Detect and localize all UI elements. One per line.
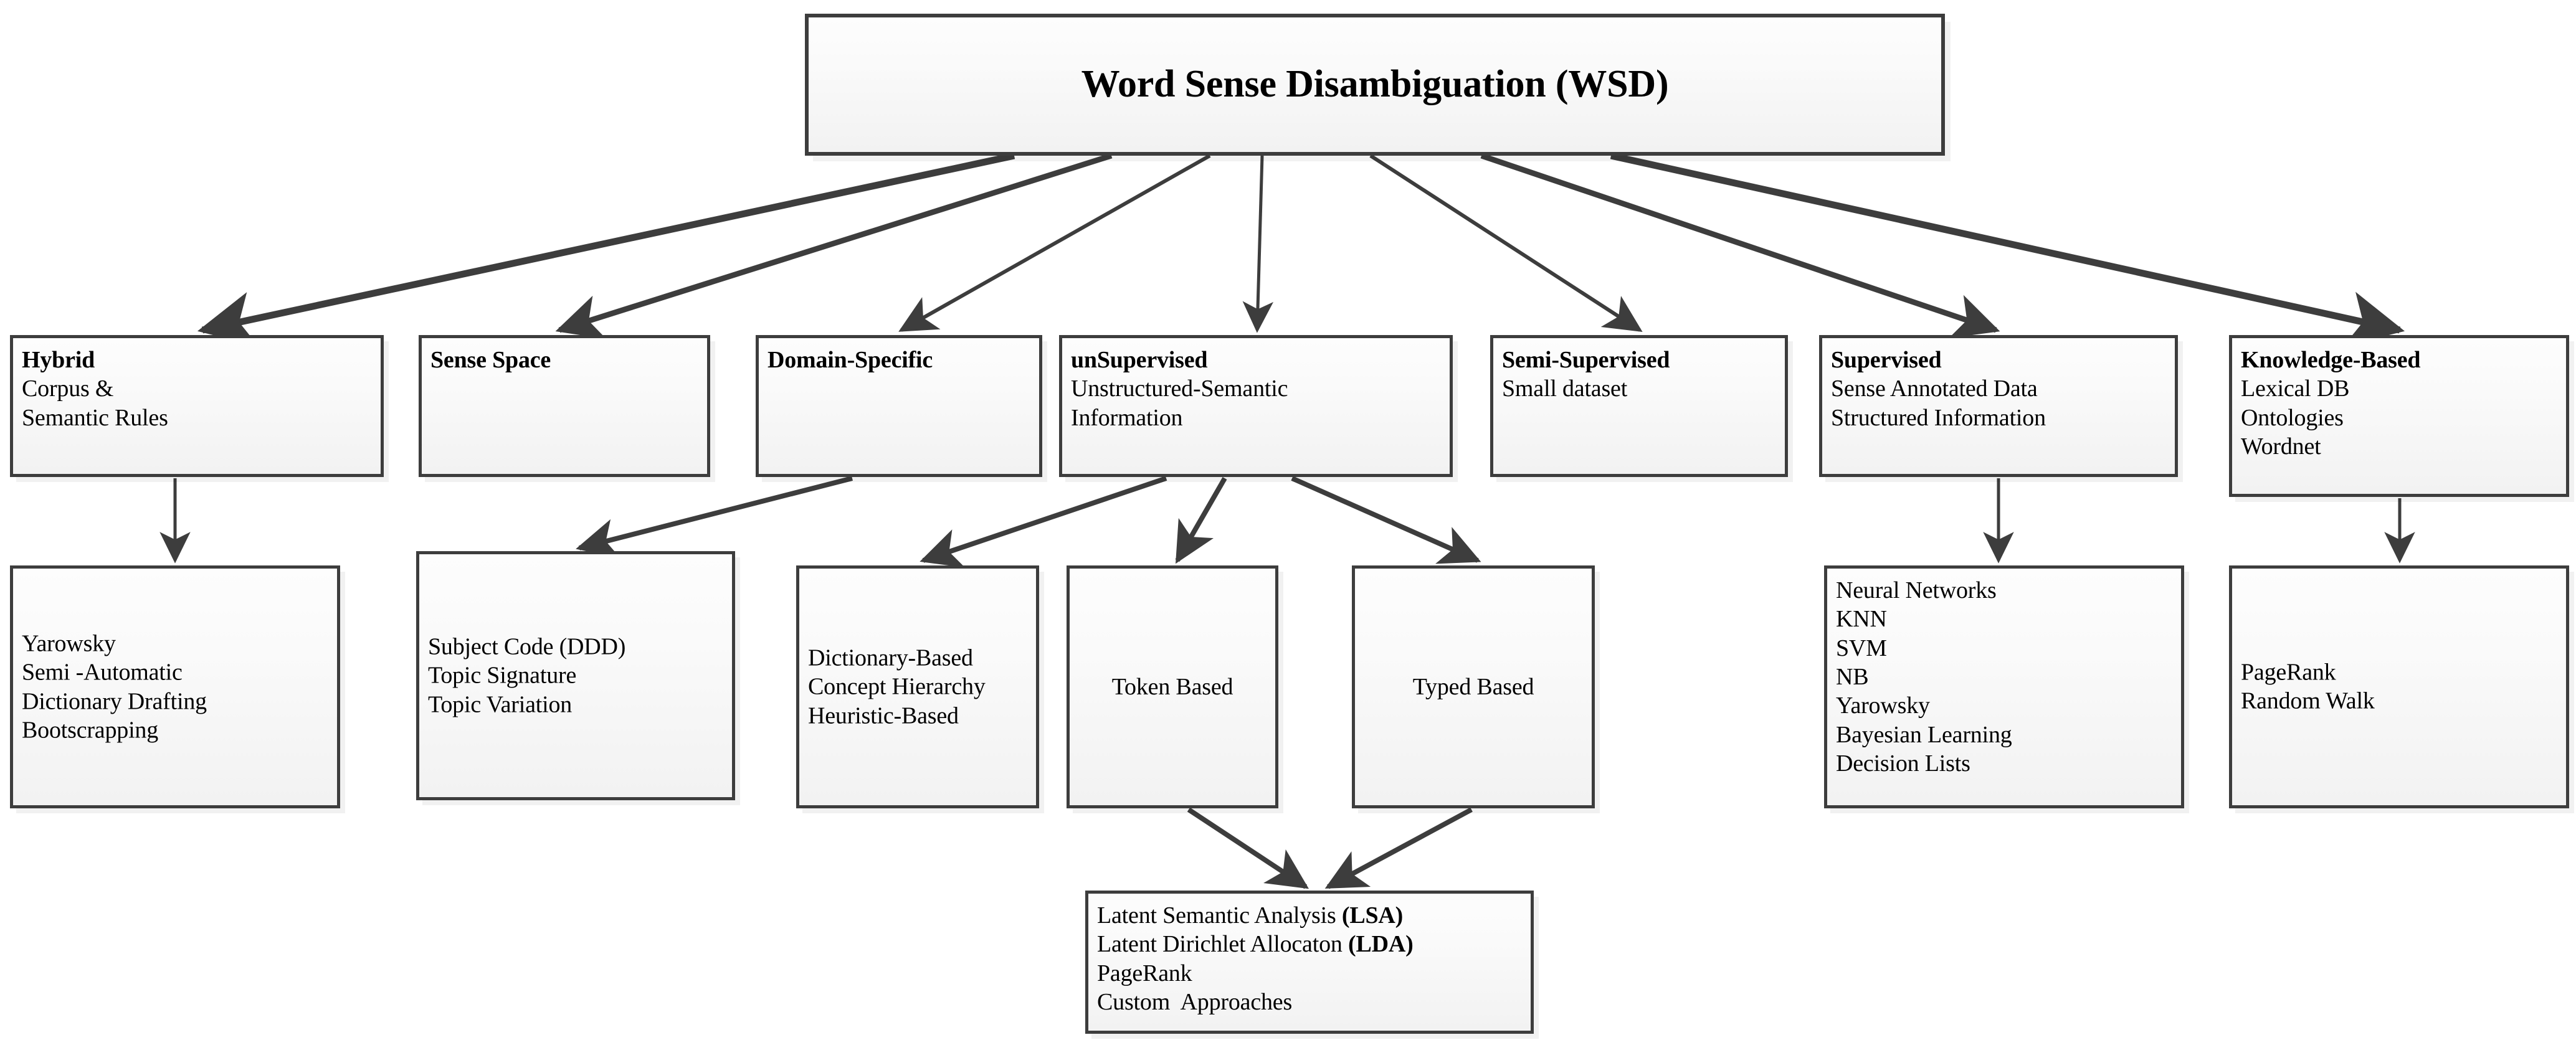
node-sense-space[interactable]: Sense Space (419, 335, 710, 477)
node-supervised-title: Supervised (1831, 347, 1942, 373)
node-supervised-children-line-2: KNN (1836, 606, 1887, 633)
lda-text: Latent Dirichlet Allocaton (1097, 931, 1348, 958)
node-knowledge-based-line-1: Lexical DB (2241, 376, 2350, 402)
node-token-based[interactable]: Token Based (1067, 565, 1278, 808)
edge-typed-bottom (1324, 807, 1473, 889)
node-typed-based-title: Typed Based (1412, 673, 1534, 700)
node-supervised-line-2: Structured Information (1831, 404, 2046, 431)
node-latent-methods-line-1: Latent Semantic Analysis (LSA) (1097, 901, 1524, 930)
edge-root-knowledge-based (1610, 152, 2405, 346)
edge-root-unsupervised (1242, 155, 1274, 333)
node-sense-space-children[interactable]: Subject Code (DDD) Topic Signature Topic… (416, 551, 735, 800)
node-supervised-line-1: Sense Annotated Data (1831, 376, 2038, 402)
node-unsupervised-line-1: Unstructured-Semantic (1071, 376, 1288, 402)
node-latent-methods-line-2: Latent Dirichlet Allocaton (LDA) (1097, 930, 1524, 958)
node-unsupervised[interactable]: unSupervised Unstructured-Semantic Infor… (1059, 335, 1453, 477)
node-knowledge-based-line-2: Ontologies (2241, 404, 2344, 431)
edge-unsup-domain-ch (920, 476, 1167, 568)
edge-unsup-token (1175, 477, 1227, 564)
node-sense-space-children-line-1: Subject Code (DDD) (428, 633, 626, 660)
edge-token-bottom (1187, 807, 1309, 889)
edge-root-semi-supervised (1369, 154, 1643, 332)
edge-root-supervised (1480, 153, 2000, 338)
node-domain-children[interactable]: Dictionary-Based Concept Hierarchy Heuri… (796, 565, 1039, 808)
edge-root-hybrid (197, 152, 1015, 347)
node-semi-supervised-title: Semi-Supervised (1502, 347, 1670, 373)
node-latent-methods-line-4: Custom Approaches (1097, 989, 1293, 1016)
node-hybrid-line-2: Semantic Rules (22, 404, 168, 431)
node-unsupervised-line-2: Information (1071, 404, 1183, 431)
node-sense-space-children-line-3: Topic Variation (428, 691, 573, 718)
node-knowledge-based-title: Knowledge-Based (2241, 347, 2421, 373)
edge-unsup-typed (1291, 476, 1481, 564)
node-domain-children-line-1: Dictionary-Based (808, 645, 973, 671)
node-typed-based[interactable]: Typed Based (1352, 565, 1595, 808)
edge-domain-sensespace-ch (576, 476, 853, 559)
node-supervised-children[interactable]: Neural Networks KNN SVM NB Yarowsky Baye… (1824, 565, 2184, 808)
node-unsupervised-title: unSupervised (1071, 347, 1208, 373)
node-semi-supervised[interactable]: Semi-Supervised Small dataset (1490, 335, 1788, 477)
edge-root-domain-specific (898, 154, 1211, 332)
node-hybrid-children-line-2: Semi -Automatic (22, 659, 183, 686)
node-supervised-children-line-6: Bayesian Learning (1836, 721, 2012, 748)
node-supervised-children-line-5: Yarowsky (1836, 693, 1930, 719)
lsa-abbr: (LSA) (1341, 902, 1404, 929)
lda-abbr: (LDA) (1347, 931, 1414, 958)
node-domain-children-line-3: Heuristic-Based (808, 702, 959, 729)
node-hybrid-children-line-3: Dictionary Drafting (22, 688, 207, 714)
node-domain-specific-title: Domain-Specific (768, 347, 933, 373)
node-hybrid-children[interactable]: Yarowsky Semi -Automatic Dictionary Draf… (10, 565, 340, 808)
edge-root-sense-space (555, 153, 1113, 339)
node-token-based-title: Token Based (1111, 673, 1233, 700)
node-domain-specific[interactable]: Domain-Specific (756, 335, 1042, 477)
node-supervised-children-line-4: NB (1836, 664, 1869, 691)
node-hybrid[interactable]: Hybrid Corpus & Semantic Rules (10, 335, 384, 477)
node-supervised[interactable]: Supervised Sense Annotated Data Structur… (1819, 335, 2178, 477)
node-root-wsd[interactable]: Word Sense Disambiguation (WSD) (805, 14, 1945, 156)
node-knowledge-children-line-1: PageRank (2241, 659, 2336, 686)
node-hybrid-children-line-4: Bootscrapping (22, 717, 159, 744)
node-semi-supervised-line-1: Small dataset (1502, 376, 1628, 402)
node-sense-space-children-line-2: Topic Signature (428, 662, 577, 689)
node-supervised-children-line-3: SVM (1836, 635, 1887, 661)
lsa-text: Latent Semantic Analysis (1097, 902, 1342, 929)
node-sense-space-title: Sense Space (430, 347, 551, 373)
node-hybrid-children-line-1: Yarowsky (22, 630, 116, 657)
node-latent-methods-line-3: PageRank (1097, 960, 1192, 986)
node-latent-methods[interactable]: Latent Semantic Analysis (LSA) Latent Di… (1085, 891, 1534, 1034)
node-supervised-children-line-7: Decision Lists (1836, 750, 1970, 777)
node-knowledge-children[interactable]: PageRank Random Walk (2229, 565, 2569, 808)
node-knowledge-based[interactable]: Knowledge-Based Lexical DB Ontologies Wo… (2229, 335, 2569, 497)
node-root-title: Word Sense Disambiguation (WSD) (1081, 63, 1669, 106)
node-knowledge-children-line-2: Random Walk (2241, 688, 2375, 714)
node-hybrid-line-1: Corpus & (22, 376, 114, 402)
node-knowledge-based-line-3: Wordnet (2241, 433, 2321, 460)
node-supervised-children-line-1: Neural Networks (1836, 577, 1997, 603)
node-domain-children-line-2: Concept Hierarchy (808, 673, 986, 700)
node-hybrid-title: Hybrid (22, 347, 95, 373)
